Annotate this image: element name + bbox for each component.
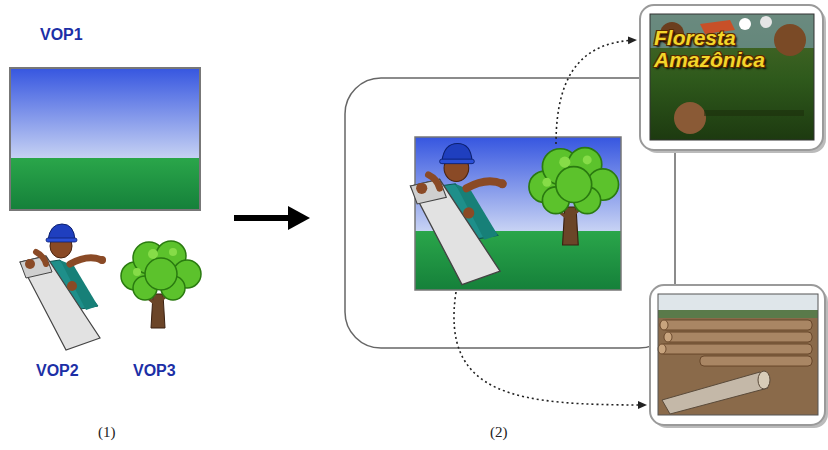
logs-frame: [650, 285, 825, 425]
dotted-link: [556, 40, 636, 144]
worker-figure: [410, 143, 506, 284]
tree-figure: [121, 241, 201, 328]
poster-box: Floresta Amazônica: [640, 5, 823, 150]
object-label: VOP2: [36, 362, 79, 380]
poster-title: Floresta Amazônica: [654, 27, 774, 71]
worker-figure: [20, 224, 106, 350]
logs-photo: [658, 294, 818, 415]
box-shadow: [643, 8, 826, 153]
scene-frame: [345, 78, 675, 348]
background-vop: [10, 68, 200, 210]
tree-figure: [529, 148, 619, 245]
forest-poster: [650, 14, 814, 140]
poster-frame: [640, 5, 823, 150]
panel-number: (2): [490, 424, 508, 441]
panel-number: (1): [98, 424, 116, 441]
compose-arrow: [234, 206, 310, 230]
object-label: VOP3: [133, 362, 176, 380]
box-shadow: [653, 288, 828, 428]
object-label: VOP1: [40, 26, 83, 44]
dotted-link: [454, 292, 646, 405]
